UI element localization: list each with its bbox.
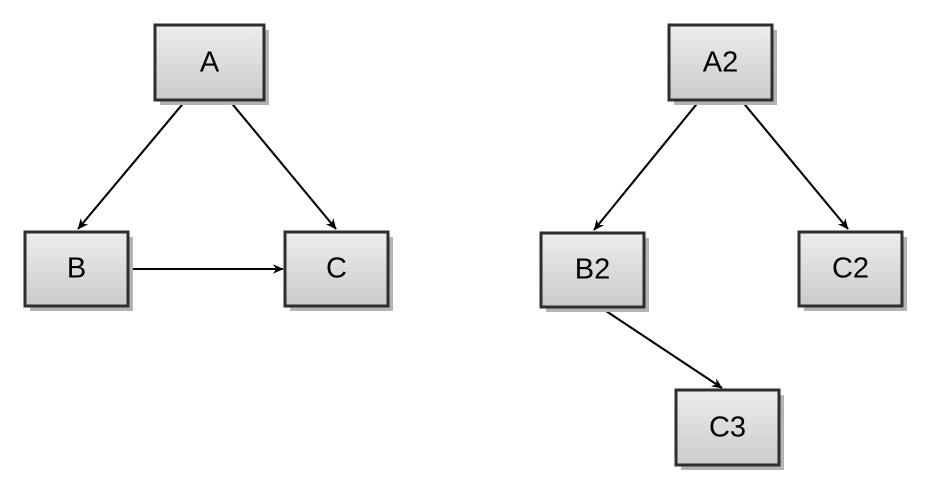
node-c2-box[interactable] xyxy=(797,230,904,308)
node-a[interactable]: A xyxy=(153,23,269,105)
node-c[interactable]: C xyxy=(283,230,393,311)
node-c3[interactable]: C3 xyxy=(674,388,784,470)
edge-a2-to-b2[interactable] xyxy=(593,99,701,231)
node-c2[interactable]: C2 xyxy=(797,230,907,311)
node-b2-box[interactable] xyxy=(539,231,646,309)
node-a2-box[interactable] xyxy=(667,23,774,102)
node-a2[interactable]: A2 xyxy=(667,23,777,105)
edge-a-to-c[interactable] xyxy=(228,99,337,230)
node-b[interactable]: B xyxy=(23,230,133,311)
node-c3-label: C3 xyxy=(709,412,746,444)
edge-group-right xyxy=(593,99,849,389)
graph-right: A2 B2 C2 C3 xyxy=(539,23,907,470)
node-c2-label: C2 xyxy=(832,253,869,285)
node-c-box[interactable] xyxy=(283,230,390,308)
node-b2-label: B2 xyxy=(575,254,610,286)
node-c-label: C xyxy=(326,253,347,285)
edge-group-left xyxy=(77,99,337,274)
edge-a-to-b[interactable] xyxy=(77,99,187,230)
node-b2[interactable]: B2 xyxy=(539,231,649,312)
graph-left: A B C xyxy=(23,23,393,311)
node-a-box[interactable] xyxy=(153,23,266,102)
node-c3-box[interactable] xyxy=(674,388,781,467)
node-b-label: B xyxy=(67,253,86,285)
node-b-box[interactable] xyxy=(23,230,130,308)
edge-a2-to-c2[interactable] xyxy=(740,99,849,230)
node-a-label: A xyxy=(200,47,220,79)
edge-b2-to-c3[interactable] xyxy=(599,306,723,389)
node-a2-label: A2 xyxy=(703,47,738,79)
